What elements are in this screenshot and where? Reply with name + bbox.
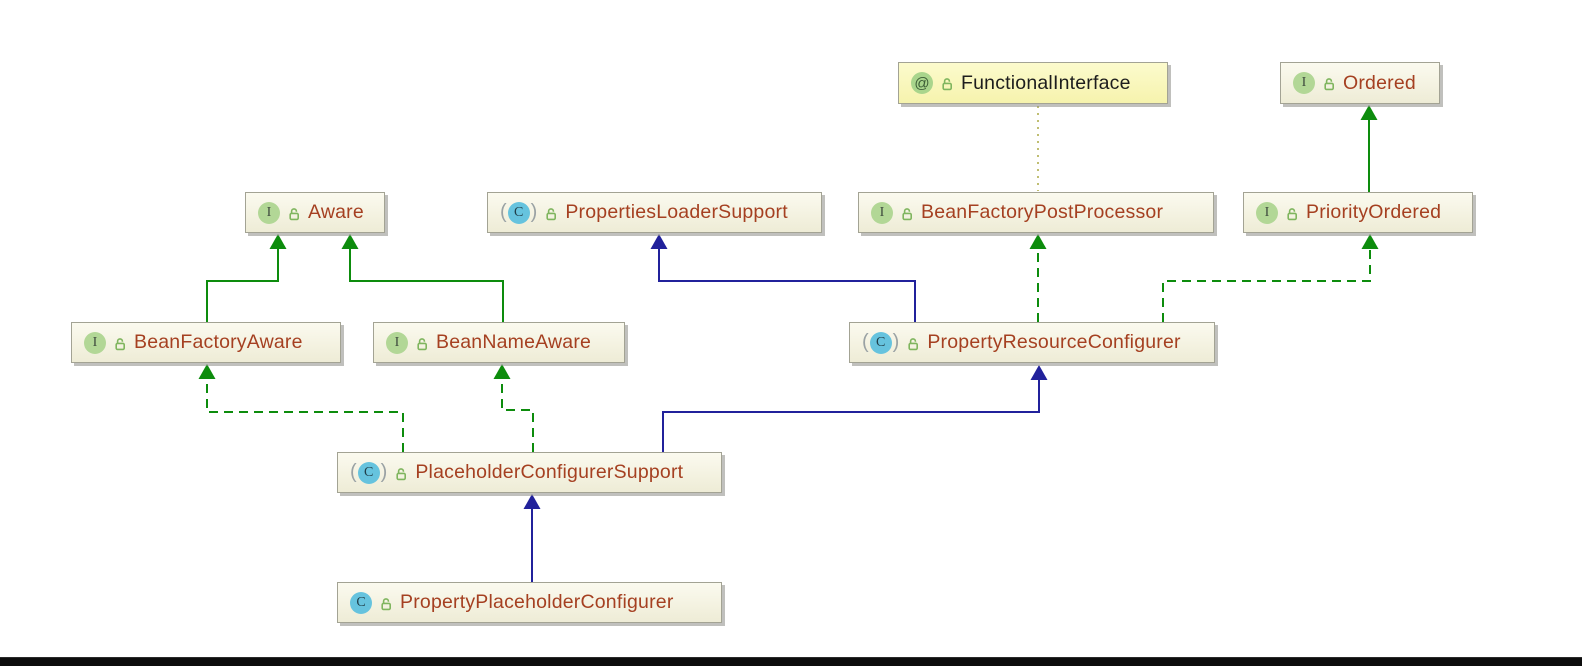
edge-beannameaware-extends-aware (341, 234, 504, 322)
edge-beanfactoryaware-extends-aware (206, 234, 287, 322)
diagram-node-beanfactorypostprocessor[interactable]: I BeanFactoryPostProcessor (858, 192, 1214, 233)
lock-open-icon (113, 337, 127, 351)
diagram-node-propertyresourceconfigurer[interactable]: C PropertyResourceConfigurer (849, 322, 1215, 363)
lock-open-icon (287, 207, 301, 221)
abstract-class-icon: C (862, 331, 899, 354)
bottom-black-bar (0, 657, 1582, 666)
node-label: PriorityOrdered (1306, 201, 1442, 223)
lock-open-icon (906, 337, 920, 351)
diagram-node-priorityordered[interactable]: I PriorityOrdered (1243, 192, 1473, 233)
diagram-node-aware[interactable]: I Aware (245, 192, 385, 233)
edge-propertyplaceholderconfigurer-extends-placeholderconfigurersupport (523, 494, 541, 582)
node-label: PropertyPlaceholderConfigurer (400, 591, 674, 613)
diagram-node-propertyplaceholderconfigurer[interactable]: C PropertyPlaceholderConfigurer (337, 582, 722, 623)
node-label: BeanFactoryAware (134, 331, 303, 353)
edge-propertyresourceconfigurer-extends-propertiesloadersupport (650, 234, 916, 322)
node-label: Aware (308, 201, 364, 223)
lock-open-icon (940, 77, 954, 91)
edge-placeholderconfigurersupport-implements-beannameaware (493, 364, 534, 452)
node-label: PropertiesLoaderSupport (565, 201, 788, 223)
lock-open-icon (1322, 77, 1336, 91)
interface-icon: I (1256, 201, 1278, 224)
lock-open-icon (900, 207, 914, 221)
lock-open-icon (415, 337, 429, 351)
annotation-icon: @ (911, 72, 933, 94)
edge-placeholderconfigurersupport-extends-propertyresourceconfigurer (662, 365, 1048, 452)
lock-open-icon (1285, 207, 1299, 221)
node-label: PlaceholderConfigurerSupport (415, 461, 684, 483)
edge-priorityordered-extends-ordered (1360, 105, 1378, 192)
lock-open-icon (544, 207, 558, 221)
lock-open-icon (379, 597, 393, 611)
edge-propertyresourceconfigurer-implements-priorityordered (1162, 234, 1379, 322)
interface-icon: I (386, 331, 408, 354)
diagram-node-beannameaware[interactable]: I BeanNameAware (373, 322, 625, 363)
abstract-class-icon: C (500, 201, 537, 224)
node-label: BeanNameAware (436, 331, 592, 353)
interface-icon: I (84, 331, 106, 354)
class-icon: C (350, 591, 372, 614)
diagram-node-ordered[interactable]: I Ordered (1280, 62, 1440, 104)
node-label: FunctionalInterface (961, 71, 1131, 94)
interface-icon: I (258, 201, 280, 224)
diagram-node-functionalinterface[interactable]: @ FunctionalInterface (898, 62, 1168, 104)
edge-placeholderconfigurersupport-implements-beanfactoryaware (198, 364, 404, 452)
diagram-node-placeholderconfigurersupport[interactable]: C PlaceholderConfigurerSupport (337, 452, 722, 493)
interface-icon: I (871, 201, 893, 224)
edge-propertyresourceconfigurer-implements-beanfactorypostprocessor (1029, 234, 1047, 322)
interface-icon: I (1293, 72, 1315, 94)
diagram-node-beanfactoryaware[interactable]: I BeanFactoryAware (71, 322, 341, 363)
node-label: BeanFactoryPostProcessor (921, 201, 1164, 223)
diagram-node-propertiesloadersupport[interactable]: C PropertiesLoaderSupport (487, 192, 822, 233)
node-label: Ordered (1343, 71, 1416, 94)
abstract-class-icon: C (350, 461, 387, 484)
node-label: PropertyResourceConfigurer (927, 331, 1181, 353)
lock-open-icon (394, 467, 408, 481)
